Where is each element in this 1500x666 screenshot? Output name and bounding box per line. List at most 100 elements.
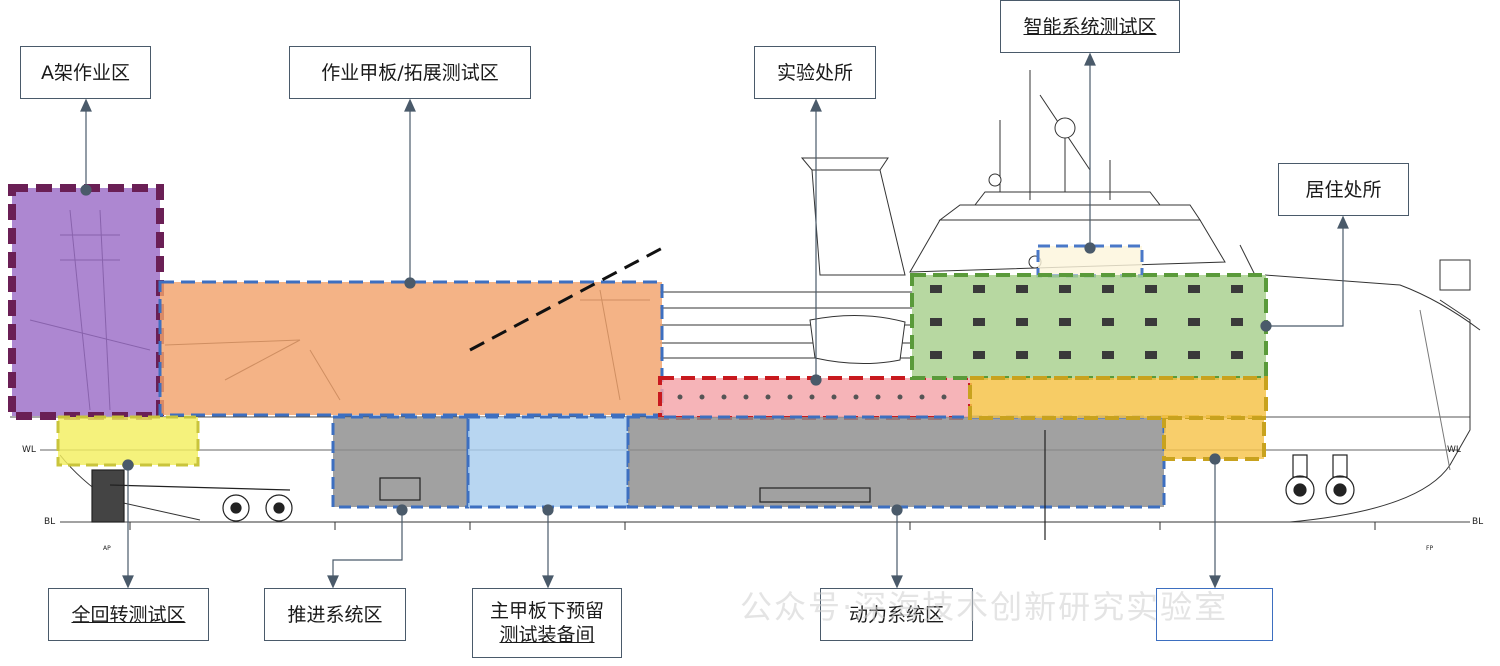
porthole-mark	[765, 394, 771, 400]
watermark: 公众号·深海技术创新研究实验室	[740, 588, 1229, 626]
label-a-frame: A架作业区	[41, 61, 130, 84]
connector-arrow-smart-system	[1084, 52, 1096, 66]
window-mark	[1188, 318, 1200, 326]
zone-living	[910, 273, 1268, 380]
label-sub-deck-line2: 测试装备间	[499, 624, 595, 646]
window-mark	[1102, 318, 1114, 326]
connector-arrow-sub-deck	[542, 575, 554, 589]
bl-right-label: BL	[1472, 517, 1483, 527]
window-mark	[1188, 351, 1200, 359]
porthole-mark	[809, 394, 815, 400]
label-sub-deck-line1: 主甲板下预留	[489, 600, 604, 622]
zone-azimuth	[56, 415, 200, 467]
reference-dashed-line	[469, 243, 669, 352]
porthole-mark	[875, 394, 881, 400]
window-mark	[1231, 351, 1243, 359]
connector-dot-work-deck	[404, 277, 416, 289]
connector-dot-living	[1260, 320, 1272, 332]
drawing-labels: WL WL BL BL AP FP	[22, 445, 1483, 552]
connector-arrow-work-deck	[404, 98, 416, 112]
connector-arrow-forward	[1209, 575, 1221, 589]
label-azimuth: 全回转测试区	[71, 603, 186, 626]
propulsion-machinery	[91, 430, 1355, 540]
window-mark	[1102, 285, 1114, 293]
window-mark	[1231, 285, 1243, 293]
window-mark	[1188, 285, 1200, 293]
zone-forward-upper	[968, 376, 1268, 420]
callout-work-deck: 作业甲板/拓展测试区	[289, 46, 531, 99]
connector-dot-a-frame	[80, 184, 92, 196]
porthole-mark	[699, 394, 705, 400]
window-mark	[1145, 318, 1157, 326]
label-living: 居住处所	[1305, 178, 1382, 201]
callout-a-frame: A架作业区	[20, 46, 151, 99]
connector-arrow-propulsion	[327, 575, 339, 589]
window-mark	[1059, 318, 1071, 326]
porthole-mark	[941, 394, 947, 400]
connector-line-propulsion	[332, 510, 403, 585]
callout-azimuth: 全回转测试区	[48, 588, 209, 641]
window-mark	[973, 285, 985, 293]
connector-dot-smart-system	[1084, 242, 1096, 254]
bl-left-label: BL	[44, 517, 55, 527]
callout-forward	[1156, 588, 1273, 641]
connector-arrow-living	[1337, 215, 1349, 229]
connector-arrow-azimuth	[122, 575, 134, 589]
label-propulsion: 推进系统区	[287, 603, 383, 626]
fp-label: FP	[1426, 545, 1433, 552]
window-mark	[1231, 318, 1243, 326]
connector-line-living	[1266, 219, 1344, 327]
zone-forward	[1162, 415, 1266, 461]
connector-dot-sub-deck	[542, 504, 554, 516]
window-mark	[930, 351, 942, 359]
zone-propulsion	[331, 415, 470, 509]
ap-label: AP	[103, 545, 111, 552]
window-mark	[973, 318, 985, 326]
window-mark	[1059, 351, 1071, 359]
connector-layer	[80, 52, 1349, 589]
connector-dot-power	[891, 504, 903, 516]
porthole-mark	[677, 394, 683, 400]
zone-layer	[8, 184, 1268, 509]
porthole-mark	[897, 394, 903, 400]
callout-power: 动力系统区	[820, 588, 973, 641]
window-mark	[1102, 351, 1114, 359]
window-mark	[1016, 285, 1028, 293]
label-power: 动力系统区	[848, 603, 944, 626]
window-mark	[930, 285, 942, 293]
porthole-mark	[787, 394, 793, 400]
callout-sub-deck: 主甲板下预留 测试装备间	[472, 588, 622, 658]
callout-propulsion: 推进系统区	[264, 588, 406, 641]
porthole-mark	[743, 394, 749, 400]
zone-sub-deck	[466, 415, 630, 509]
porthole-mark	[853, 394, 859, 400]
connector-arrow-power	[891, 575, 903, 589]
connector-arrow-a-frame	[80, 98, 92, 112]
wl-left-label: WL	[22, 445, 36, 455]
window-mark	[973, 351, 985, 359]
zone-a-frame	[8, 184, 164, 420]
connector-arrow-lab	[810, 98, 822, 112]
connector-dot-propulsion	[396, 504, 408, 516]
porthole-mark	[721, 394, 727, 400]
wl-right-label: WL	[1447, 445, 1461, 455]
callout-lab: 实验处所	[754, 46, 876, 99]
window-mark	[1016, 351, 1028, 359]
window-mark	[1059, 285, 1071, 293]
window-mark	[1145, 285, 1157, 293]
label-work-deck: 作业甲板/拓展测试区	[321, 61, 499, 84]
callout-smart-system: 智能系统测试区	[1000, 0, 1180, 53]
porthole-mark	[831, 394, 837, 400]
window-mark	[1016, 318, 1028, 326]
zone-work-deck	[158, 280, 664, 417]
zone-power	[626, 415, 1166, 509]
window-mark	[1145, 351, 1157, 359]
connector-dot-lab	[810, 374, 822, 386]
connector-dot-forward	[1209, 453, 1221, 465]
label-smart-system: 智能系统测试区	[1023, 15, 1157, 38]
window-mark	[930, 318, 942, 326]
label-lab: 实验处所	[776, 61, 853, 84]
porthole-mark	[919, 394, 925, 400]
